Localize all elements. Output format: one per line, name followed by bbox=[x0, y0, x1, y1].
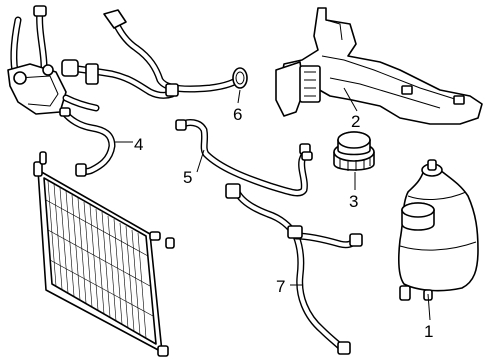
callout-5: 5 bbox=[183, 168, 192, 187]
part-4-coolant-pipe-assembly bbox=[7, 5, 116, 177]
callout-6: 6 bbox=[233, 105, 242, 124]
part-7-coolant-hose bbox=[225, 183, 363, 355]
callout-3: 3 bbox=[349, 192, 358, 211]
part-3-reservoir-cap bbox=[333, 131, 375, 171]
callout-4: 4 bbox=[134, 135, 143, 154]
callout-2: 2 bbox=[351, 112, 360, 131]
part-1-expansion-tank bbox=[398, 159, 479, 301]
part-5-coolant-line bbox=[175, 119, 313, 197]
radiator bbox=[33, 151, 175, 357]
callout-1: 1 bbox=[424, 322, 433, 341]
radiator-fins bbox=[45, 180, 154, 339]
part-2-reservoir-bracket bbox=[275, 7, 483, 125]
part-6-coolant-hose bbox=[61, 9, 248, 99]
leader-lines bbox=[114, 87, 431, 321]
callout-7: 7 bbox=[276, 277, 285, 296]
